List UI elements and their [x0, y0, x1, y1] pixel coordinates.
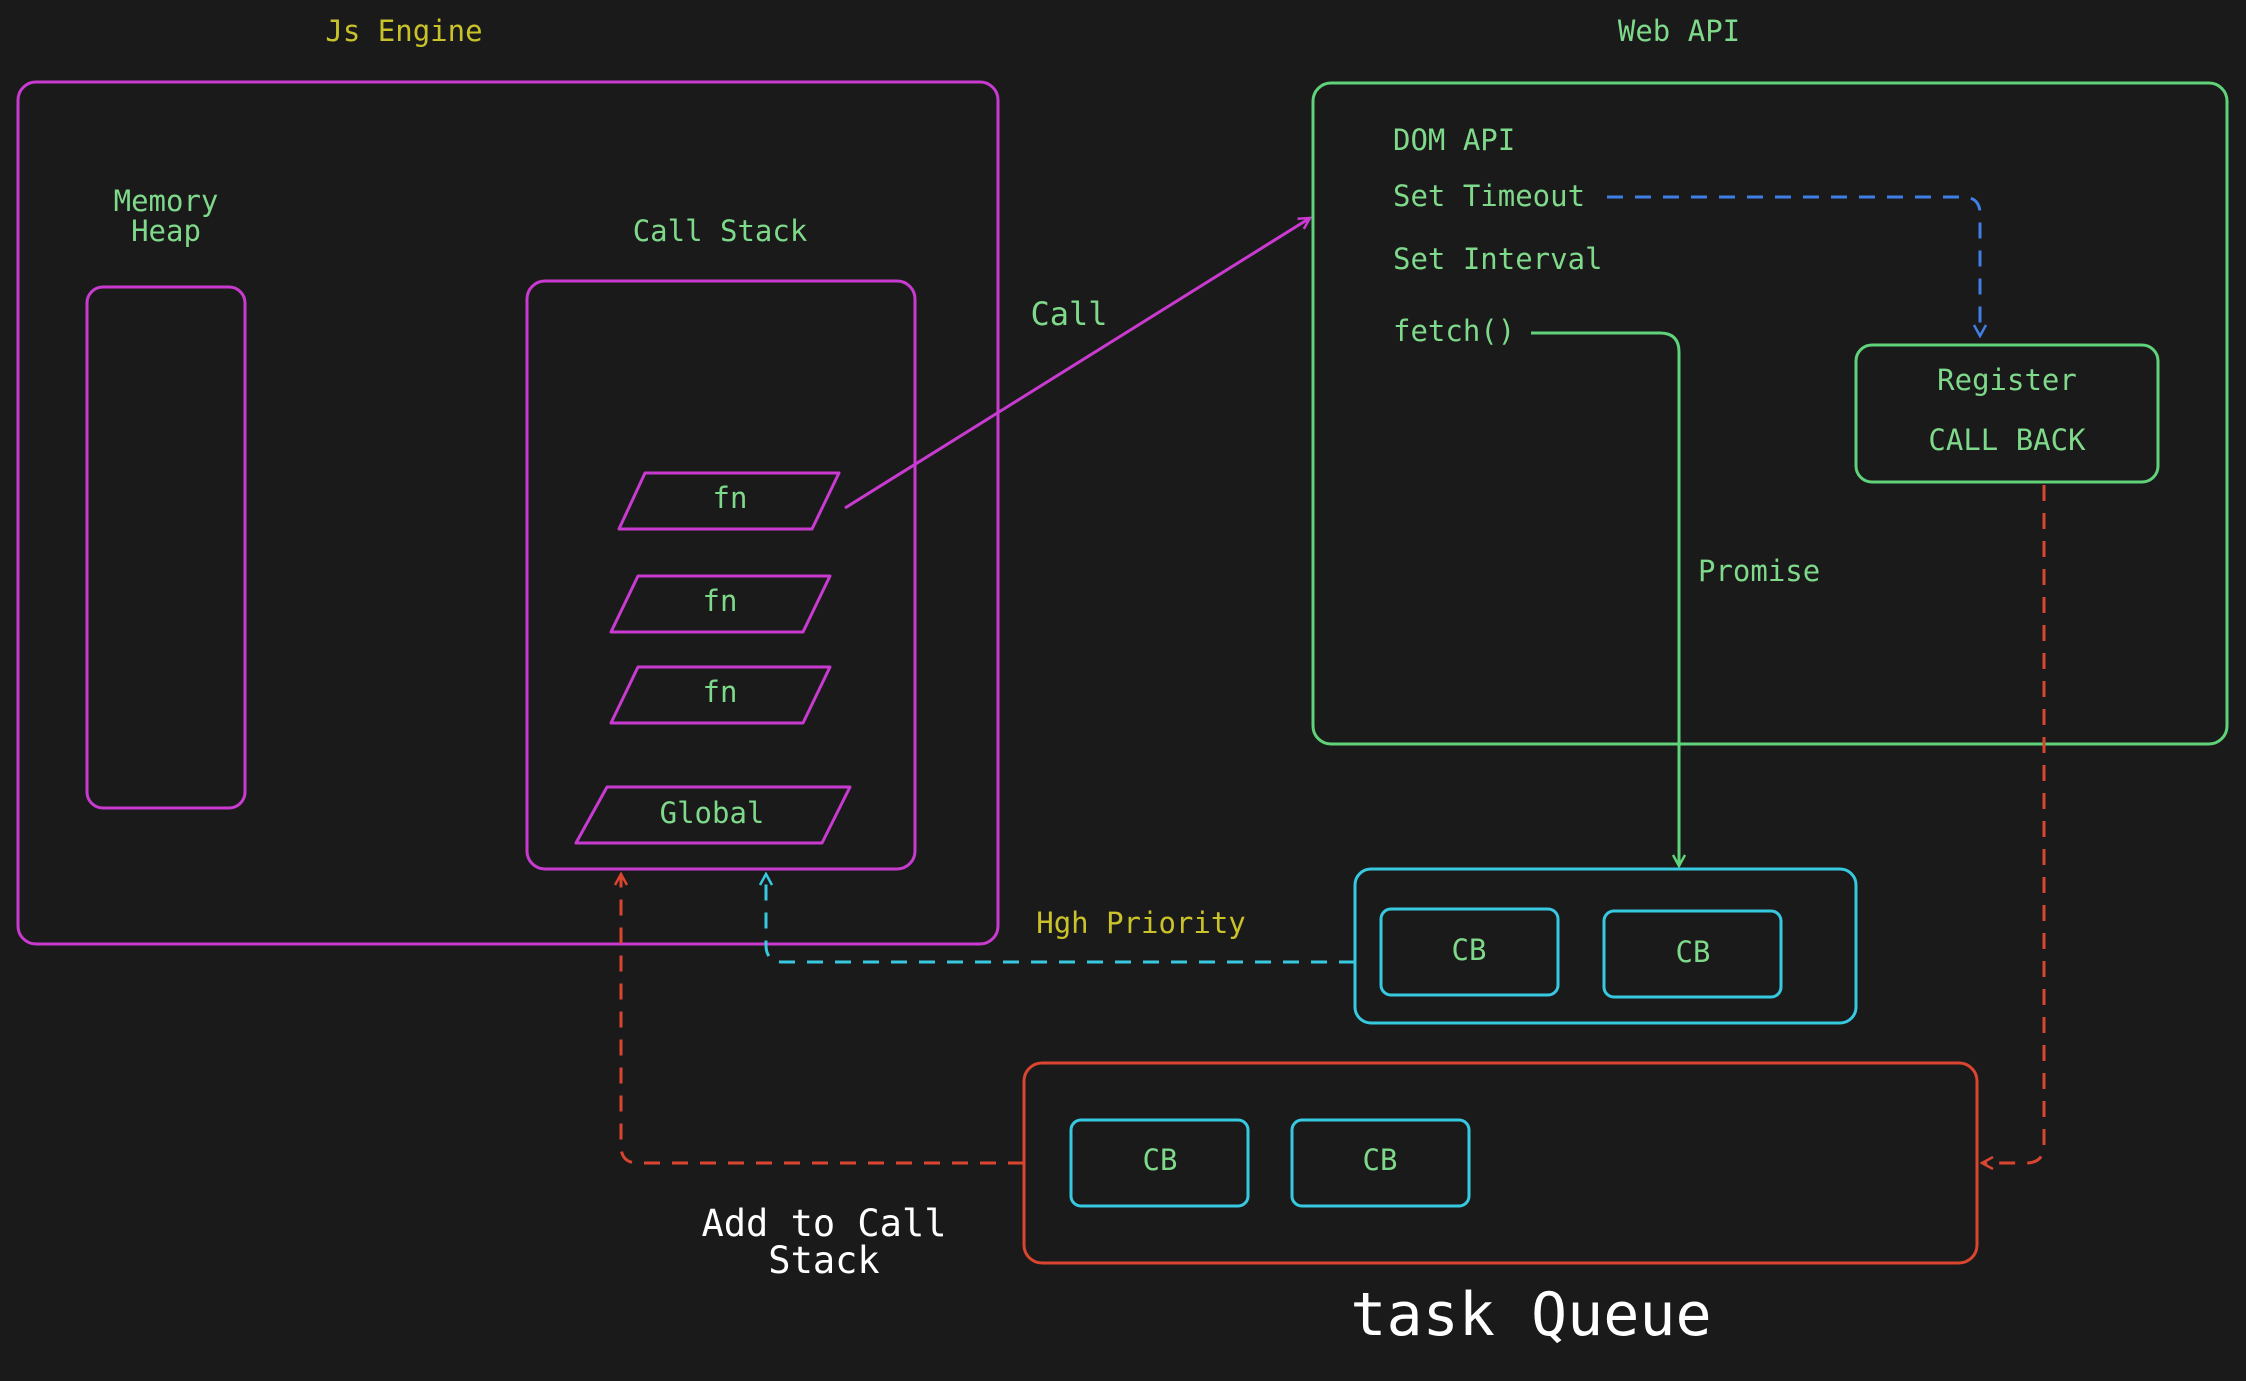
- microtask-cb-item: CB: [1379, 907, 1560, 997]
- call-stack-box: [525, 279, 917, 871]
- task-queue-cb-label: CB: [1143, 1143, 1178, 1177]
- js-engine-box: [16, 80, 1000, 946]
- memory-heap-label-line1: Memory: [114, 184, 219, 218]
- add-to-call-stack-line2: Stack: [768, 1239, 879, 1282]
- memory-heap-box: [85, 285, 247, 810]
- promise-arrow: [1531, 331, 1679, 866]
- microtask-cb-label: CB: [1676, 935, 1711, 969]
- stack-frame-label: fn: [703, 675, 738, 709]
- add-to-call-stack-arrow: [621, 874, 1024, 1165]
- set-timeout-arrow: [1607, 195, 1980, 336]
- stack-frame: fn: [609, 665, 832, 725]
- high-priority-label: Hgh Priority: [1036, 906, 1246, 940]
- add-to-call-stack-line1: Add to Call: [701, 1202, 946, 1245]
- register-callback-box: [1854, 343, 2160, 484]
- register-callback-line2: CALL BACK: [1928, 423, 2086, 457]
- web-api-title: Web API: [1618, 14, 1740, 48]
- js-engine-title: Js Engine: [325, 14, 482, 48]
- web-api-item-set-interval: Set Interval: [1393, 242, 1603, 276]
- web-api-item-set-timeout: Set Timeout: [1393, 179, 1585, 213]
- task-queue-cb-item: CB: [1069, 1118, 1250, 1208]
- stack-frame-label: fn: [703, 584, 738, 618]
- task-queue-title: task Queue: [1350, 1280, 1711, 1350]
- register-to-task-queue-arrow: [1982, 485, 2046, 1163]
- task-queue-cb-label: CB: [1363, 1143, 1398, 1177]
- memory-heap-label-line2: Heap: [131, 214, 201, 248]
- stack-frame-label: fn: [713, 481, 748, 515]
- task-queue-cb-item: CB: [1290, 1118, 1471, 1208]
- microtask-cb-item: CB: [1602, 909, 1783, 999]
- call-label: Call: [1030, 295, 1107, 333]
- call-arrow: [844, 218, 1310, 510]
- microtask-queue-box: [1353, 867, 1858, 1025]
- web-api-item-dom-api: DOM API: [1393, 123, 1515, 157]
- web-api-box: [1311, 81, 2229, 746]
- high-priority-arrow: [766, 874, 1355, 964]
- call-stack-label: Call Stack: [633, 214, 808, 248]
- stack-frame-global: Global: [574, 785, 852, 845]
- web-api-item-fetch: fetch(): [1393, 314, 1515, 348]
- stack-frame: fn: [617, 471, 841, 531]
- stack-frame-global-label: Global: [660, 796, 765, 830]
- microtask-cb-label: CB: [1452, 933, 1487, 967]
- stack-frame: fn: [609, 574, 832, 634]
- promise-label: Promise: [1698, 554, 1820, 588]
- register-callback-line1: Register: [1937, 363, 2077, 397]
